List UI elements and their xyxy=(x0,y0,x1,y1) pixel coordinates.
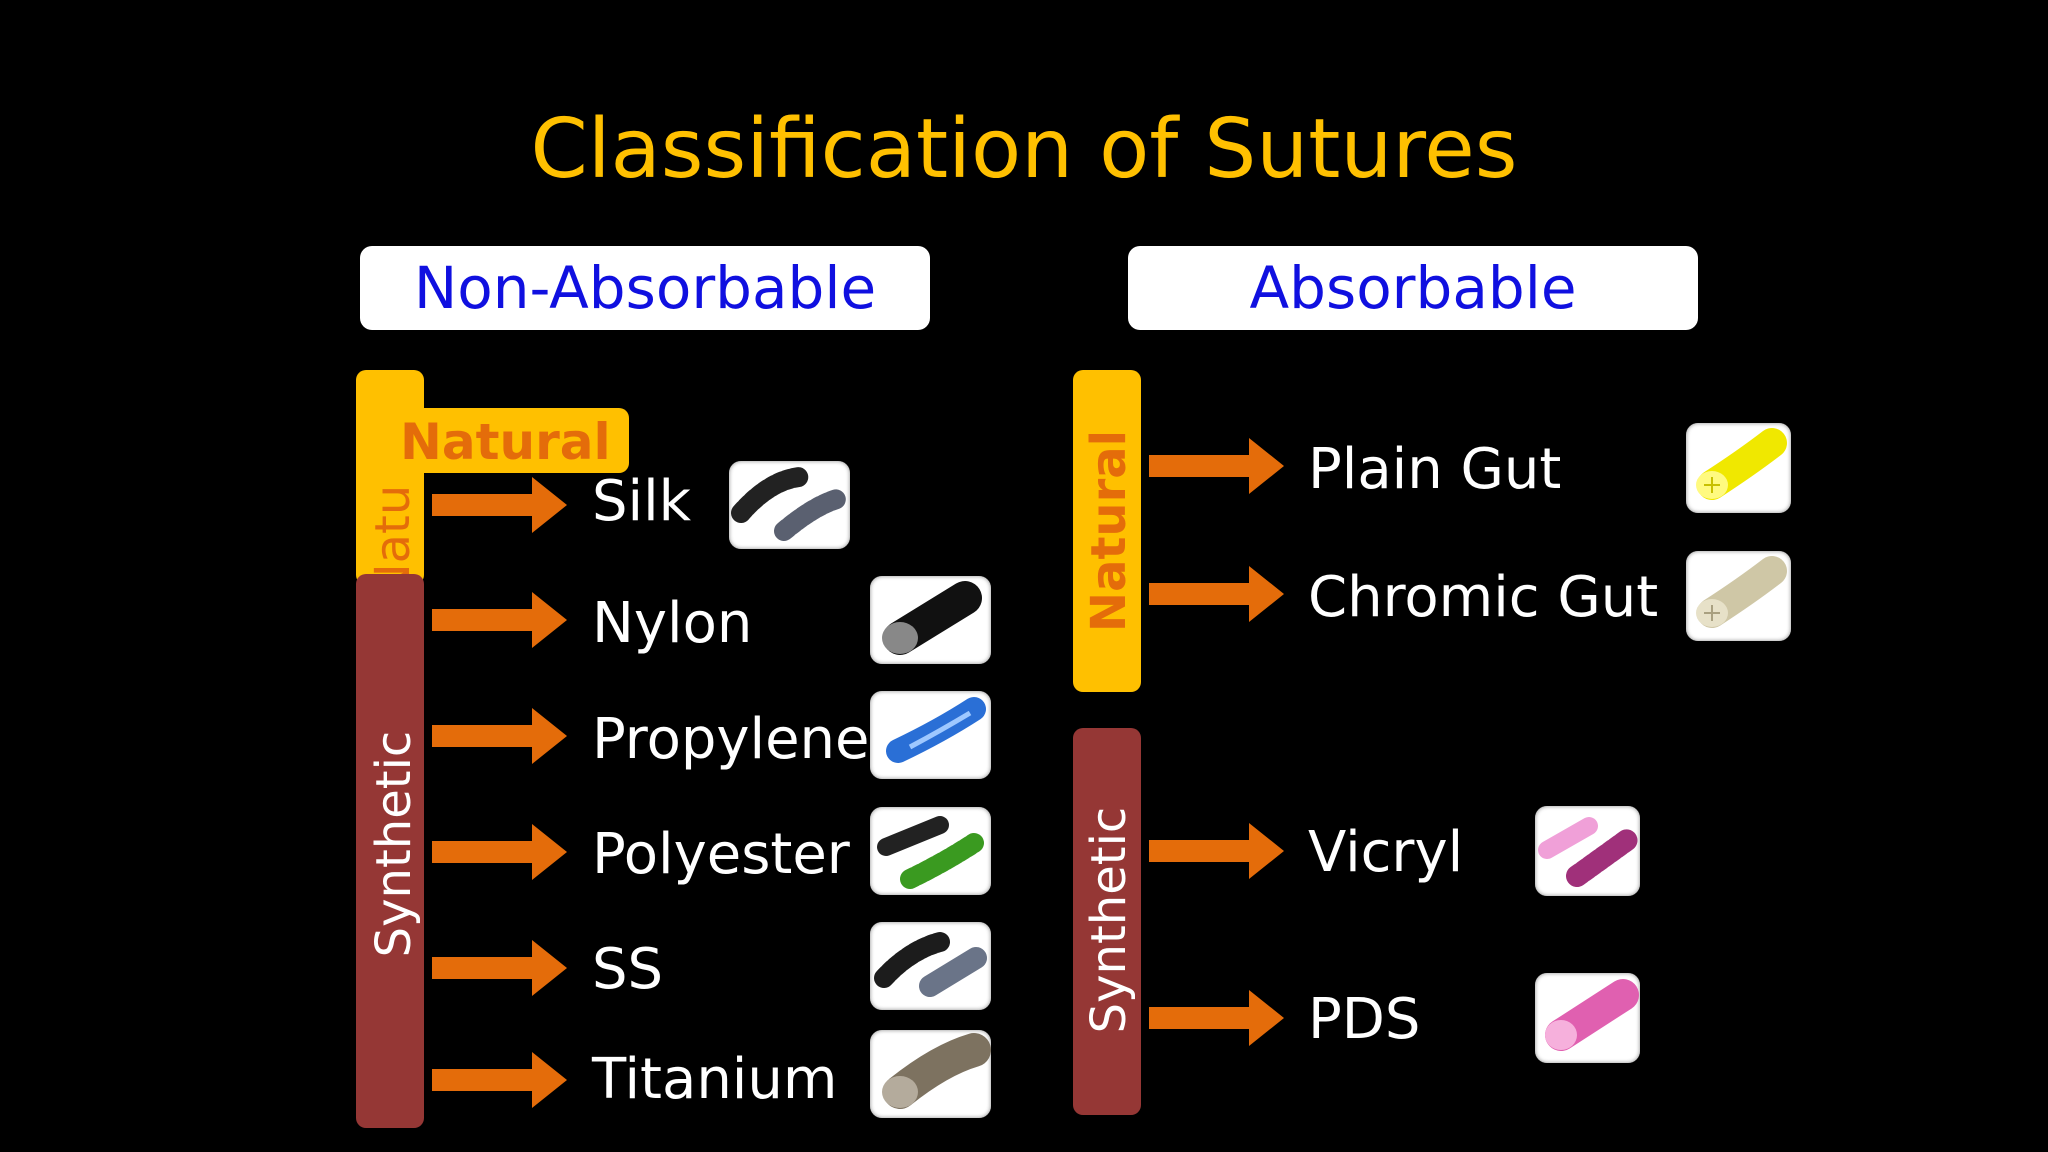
black-monofilament-icon xyxy=(870,576,991,664)
synthetic-bar-label: Synthetic xyxy=(366,730,422,958)
green-braided-suture-icon xyxy=(870,807,991,895)
arrow-chromic-gut xyxy=(1149,566,1284,622)
item-ss: SS xyxy=(592,937,664,1002)
absorbable-header: Absorbable xyxy=(1128,246,1698,330)
absorbable-synthetic-bar-label: Synthetic xyxy=(1081,806,1137,1034)
non-absorbable-synthetic-bar: Synthetic xyxy=(356,574,424,1128)
braided-black-suture-icon xyxy=(729,461,850,549)
arrow-silk xyxy=(432,477,567,533)
item-titanium: Titanium xyxy=(592,1047,838,1112)
pink-braided-suture-icon xyxy=(1535,806,1640,896)
non-absorbable-natural-tab: Natural xyxy=(356,408,629,473)
non-absorbable-header: Non-Absorbable xyxy=(360,246,930,330)
pink-monofilament-icon xyxy=(1535,973,1640,1063)
arrow-vicryl xyxy=(1149,823,1284,879)
slide-title: Classification of Sutures xyxy=(530,102,1518,197)
item-plain-gut: Plain Gut xyxy=(1308,437,1562,502)
arrow-ss xyxy=(432,940,567,996)
arrow-plain-gut xyxy=(1149,438,1284,494)
natural-tab-label: Natural xyxy=(400,413,611,471)
item-nylon: Nylon xyxy=(592,591,753,656)
absorbable-synthetic-bar: Synthetic xyxy=(1073,728,1141,1115)
item-propylene: Propylene xyxy=(592,707,870,772)
arrow-pds xyxy=(1149,990,1284,1046)
titanium-wire-icon xyxy=(870,1030,991,1118)
chromic-gut-suture-icon xyxy=(1686,551,1791,641)
item-vicryl: Vicryl xyxy=(1308,820,1464,885)
item-pds: PDS xyxy=(1308,987,1421,1052)
item-chromic-gut: Chromic Gut xyxy=(1308,565,1659,630)
absorbable-natural-bar: Natural xyxy=(1073,370,1141,692)
absorbable-natural-bar-label: Natural xyxy=(1081,429,1137,633)
arrow-propylene xyxy=(432,708,567,764)
yellow-gut-suture-icon xyxy=(1686,423,1791,513)
non-absorbable-natural-bar: Natu xyxy=(356,370,424,599)
blue-monofilament-icon xyxy=(870,691,991,779)
arrow-polyester xyxy=(432,824,567,880)
item-polyester: Polyester xyxy=(592,822,850,887)
steel-braided-suture-icon xyxy=(870,922,991,1010)
arrow-nylon xyxy=(432,592,567,648)
item-silk: Silk xyxy=(592,469,692,534)
arrow-titanium xyxy=(432,1052,567,1108)
